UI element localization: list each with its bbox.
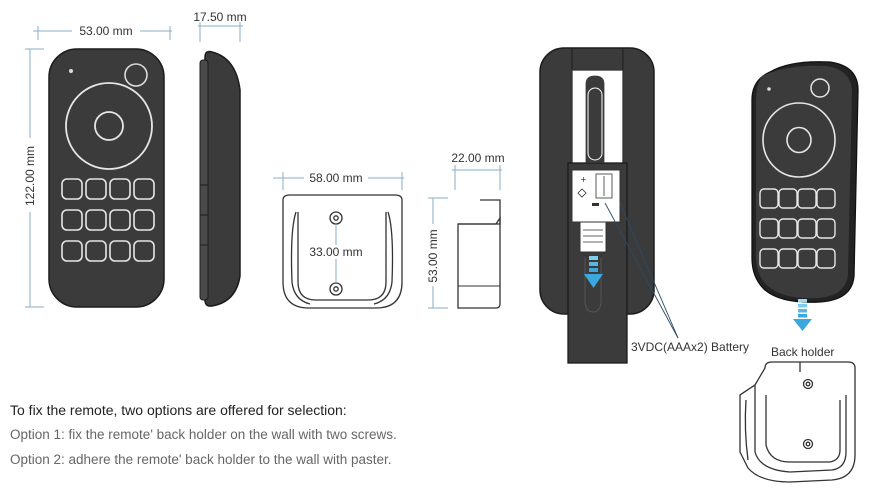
keypad-button	[759, 188, 779, 209]
keypad-button	[85, 178, 107, 200]
dimension-screw-spacing: 33.00 mm	[304, 224, 368, 283]
keypad-button	[816, 188, 836, 209]
holder-depth-label: 22.00 mm	[451, 151, 504, 165]
holder-side-view	[457, 199, 501, 309]
dimension-remote-width: 53.00 mm	[33, 23, 172, 40]
holder-height-label: 53.00 mm	[426, 229, 440, 282]
remote-front-view	[48, 48, 165, 308]
keypad-button	[133, 240, 155, 262]
keypad-button	[778, 248, 798, 269]
front-keypad	[61, 178, 155, 262]
screw-spacing-label: 33.00 mm	[309, 245, 362, 259]
keypad-button	[109, 240, 131, 262]
keypad-button	[759, 218, 779, 239]
keypad-button	[797, 218, 817, 239]
remote-height-label: 122.00 mm	[23, 146, 37, 206]
keypad-3d	[759, 188, 836, 269]
dimension-holder-depth: 22.00 mm	[451, 151, 505, 190]
keypad-button	[778, 188, 798, 209]
back-holder-3d-view	[739, 361, 856, 483]
keypad-button	[85, 209, 107, 231]
dimension-remote-depth: 17.50 mm	[193, 10, 247, 42]
keypad-button	[109, 209, 131, 231]
slide-down-arrow	[584, 256, 603, 288]
back-holder-label: Back holder	[771, 345, 834, 359]
remote-width-label: 53.00 mm	[79, 24, 132, 38]
led-indicator	[69, 69, 73, 73]
power-button	[124, 63, 148, 87]
keypad-button	[133, 178, 155, 200]
keypad-button	[61, 240, 83, 262]
keypad-button	[109, 178, 131, 200]
keypad-button	[816, 218, 836, 239]
dimension-holder-height: 53.00 mm	[425, 197, 448, 309]
keypad-button	[133, 209, 155, 231]
keypad-button	[797, 248, 817, 269]
keypad-button	[85, 240, 107, 262]
dimension-remote-height: 122.00 mm	[22, 48, 44, 308]
battery-leader-line	[604, 202, 679, 339]
keypad-button	[778, 218, 798, 239]
keypad-button	[61, 178, 83, 200]
instructions-heading: To fix the remote, two options are offer…	[10, 402, 347, 418]
remote-back-view: +	[539, 47, 655, 364]
holder-width-label: 58.00 mm	[309, 171, 362, 185]
keypad-button	[816, 248, 836, 269]
instructions-option-1: Option 1: fix the remote' back holder on…	[10, 427, 397, 442]
remote-3d-view	[751, 61, 859, 303]
dimension-holder-width: 58.00 mm	[273, 171, 404, 190]
attach-down-arrow	[793, 299, 812, 331]
remote-side-view	[199, 50, 241, 307]
center-button	[94, 111, 124, 141]
keypad-button	[759, 248, 779, 269]
power-button-3d	[810, 78, 830, 98]
battery-label: 3VDC(AAAx2) Battery	[631, 340, 749, 354]
keypad-button	[61, 209, 83, 231]
remote-depth-label: 17.50 mm	[193, 10, 246, 24]
battery-plus-symbol: +	[580, 175, 587, 184]
keypad-button	[797, 188, 817, 209]
instructions-option-2: Option 2: adhere the remote' back holder…	[10, 452, 392, 467]
